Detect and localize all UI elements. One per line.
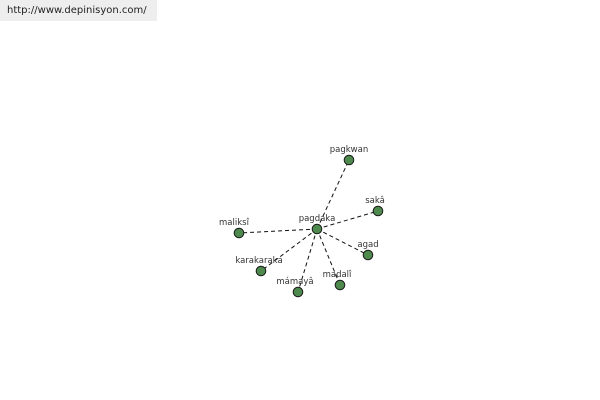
node-label-saka: sakâ: [365, 196, 385, 206]
edge-pagdaka-pagkwan: [316, 159, 350, 230]
node-pagkwan[interactable]: [343, 154, 355, 166]
node-label-agad: agad: [357, 240, 378, 250]
edge-pagdaka-agad: [316, 228, 369, 256]
node-agad[interactable]: [362, 249, 374, 261]
node-maliksi[interactable]: [233, 227, 245, 239]
edge-pagdaka-karakaraka: [260, 228, 318, 272]
node-pagdaka[interactable]: [311, 223, 323, 235]
node-label-pagdaka: pagdaka: [299, 214, 336, 224]
node-label-maliksi: maliksî: [219, 218, 250, 228]
graph-nodes: [233, 154, 384, 298]
node-saka[interactable]: [372, 205, 384, 217]
graph-edges: [238, 159, 379, 293]
node-mamaya[interactable]: [292, 286, 304, 298]
node-karakaraka[interactable]: [255, 265, 267, 277]
edge-pagdaka-mamaya: [297, 228, 318, 293]
node-label-madali: madalî: [323, 270, 352, 280]
edge-pagdaka-madali: [316, 228, 341, 286]
graph-labels: pagdaka pagkwan sakâ maliksî agad karakaraka m…: [219, 145, 385, 287]
node-label-pagkwan: pagkwan: [330, 145, 368, 155]
node-label-karakaraka: karakaraka: [235, 256, 282, 266]
edge-pagdaka-saka: [316, 210, 379, 230]
node-label-mamaya: mámayâ: [276, 277, 313, 287]
node-madali[interactable]: [334, 279, 346, 291]
edge-pagdaka-maliksi: [238, 228, 318, 234]
source-url[interactable]: http://www.depinisyon.com/: [0, 0, 157, 21]
